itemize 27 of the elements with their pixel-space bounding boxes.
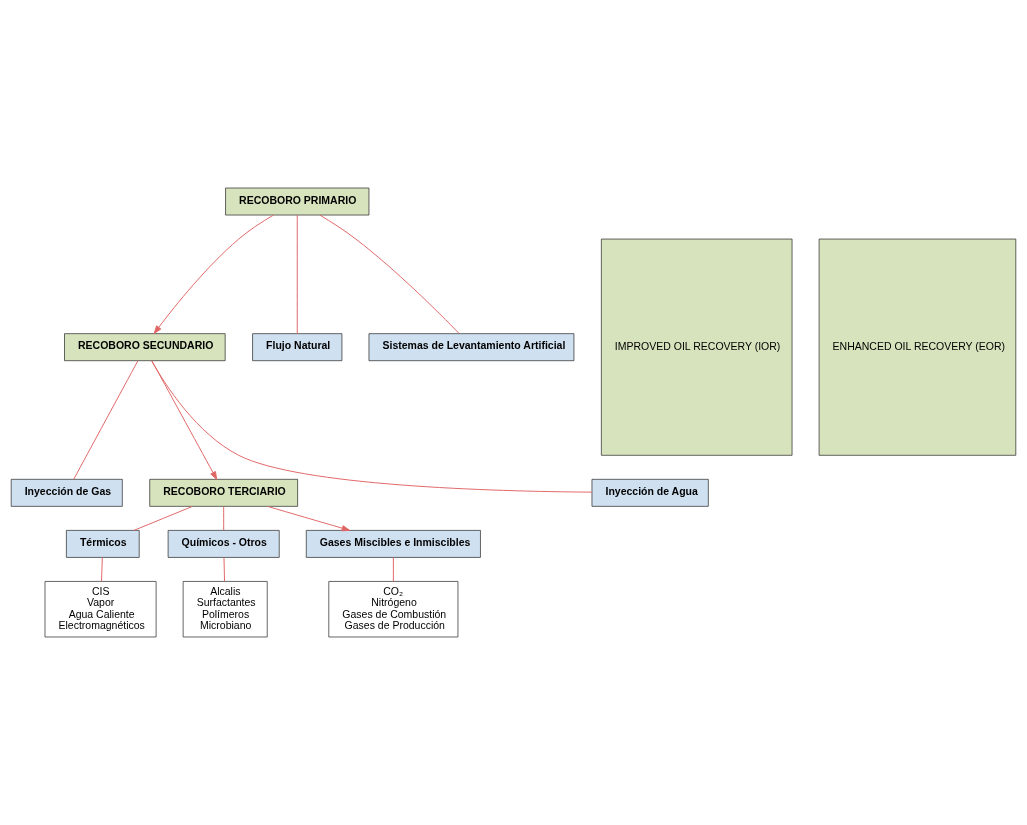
node-box: Flujo Natural	[252, 333, 343, 362]
node-box: Químicos - Otros	[167, 530, 280, 558]
node-box: Alcalis Surfactantes Polímeros Microbiano	[182, 581, 268, 638]
node-box: Inyección de Gas	[10, 478, 123, 507]
node-box: IMPROVED OIL RECOVERY (IOR)	[600, 238, 793, 456]
node-box: RECOBORO SECUNDARIO	[64, 333, 226, 362]
arrow	[153, 214, 274, 334]
connector	[392, 557, 394, 582]
node-box: CO₂ Nitrógeno Gases de Combustión Gases de Producción	[328, 581, 459, 638]
connector	[223, 506, 225, 531]
node-box: Térmicos	[66, 530, 140, 558]
node-box: Inyección de Agua	[591, 478, 709, 507]
connector	[101, 557, 103, 582]
arrow	[151, 360, 218, 480]
node-box: ENHANCED OIL RECOVERY (EOR)	[818, 238, 1017, 456]
node-box: RECOBORO TERCIARIO	[149, 478, 298, 507]
connector	[223, 557, 226, 582]
node-box: CIS Vapor Agua Caliente Electromagnéticos	[44, 581, 157, 638]
connector	[296, 214, 298, 335]
node-box: Sistemas de Levantamiento Artificial	[368, 333, 575, 362]
arrow	[267, 505, 351, 532]
node-box: RECOBORO PRIMARIO	[225, 187, 370, 216]
connector	[319, 214, 460, 334]
node-box: Gases Miscibles e Inmiscibles	[305, 530, 481, 558]
connector	[73, 360, 139, 480]
connector	[151, 360, 593, 493]
connector	[133, 506, 193, 531]
